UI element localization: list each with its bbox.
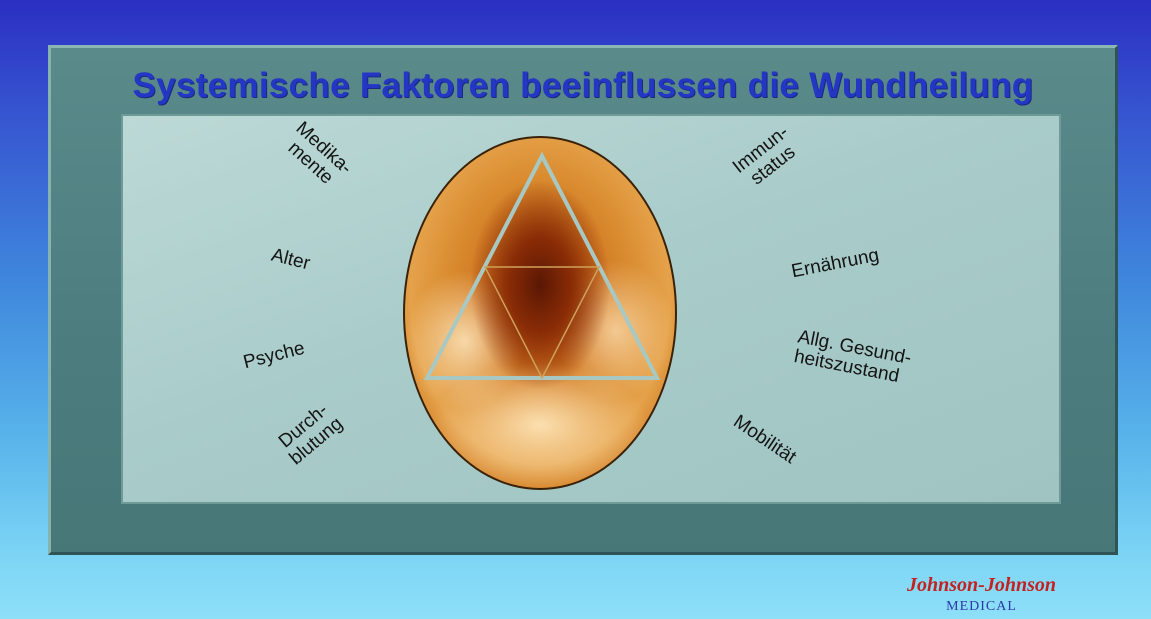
logo-division: MEDICAL [907,599,1056,615]
slide-frame: Systemische Faktoren beeinflussen die Wu… [48,45,1118,555]
factor-immunstatus: Immun- status [730,122,805,193]
factor-gesundheitszustand: Allg. Gesund- heitszustand [792,327,913,388]
wound-photo [403,136,677,490]
company-logo: Johnson-Johnson MEDICAL [907,575,1056,615]
factor-alter: Alter [269,246,312,275]
slide-title: Systemische Faktoren beeinflussen die Wu… [51,66,1115,106]
factor-psyche: Psyche [242,339,307,373]
factor-durchblutung: Durch- blutung [273,399,346,470]
logo-brand: Johnson-Johnson [907,575,1056,595]
diagram-panel: Medika- mente Alter Psyche Durch- blutun… [121,114,1061,504]
factor-ernaehrung: Ernährung [790,246,881,283]
factor-medikamente: Medika- mente [278,119,355,194]
triangle-diagram [405,138,675,488]
factor-mobilitaet: Mobilität [729,412,799,468]
inner-triangle [485,267,599,378]
